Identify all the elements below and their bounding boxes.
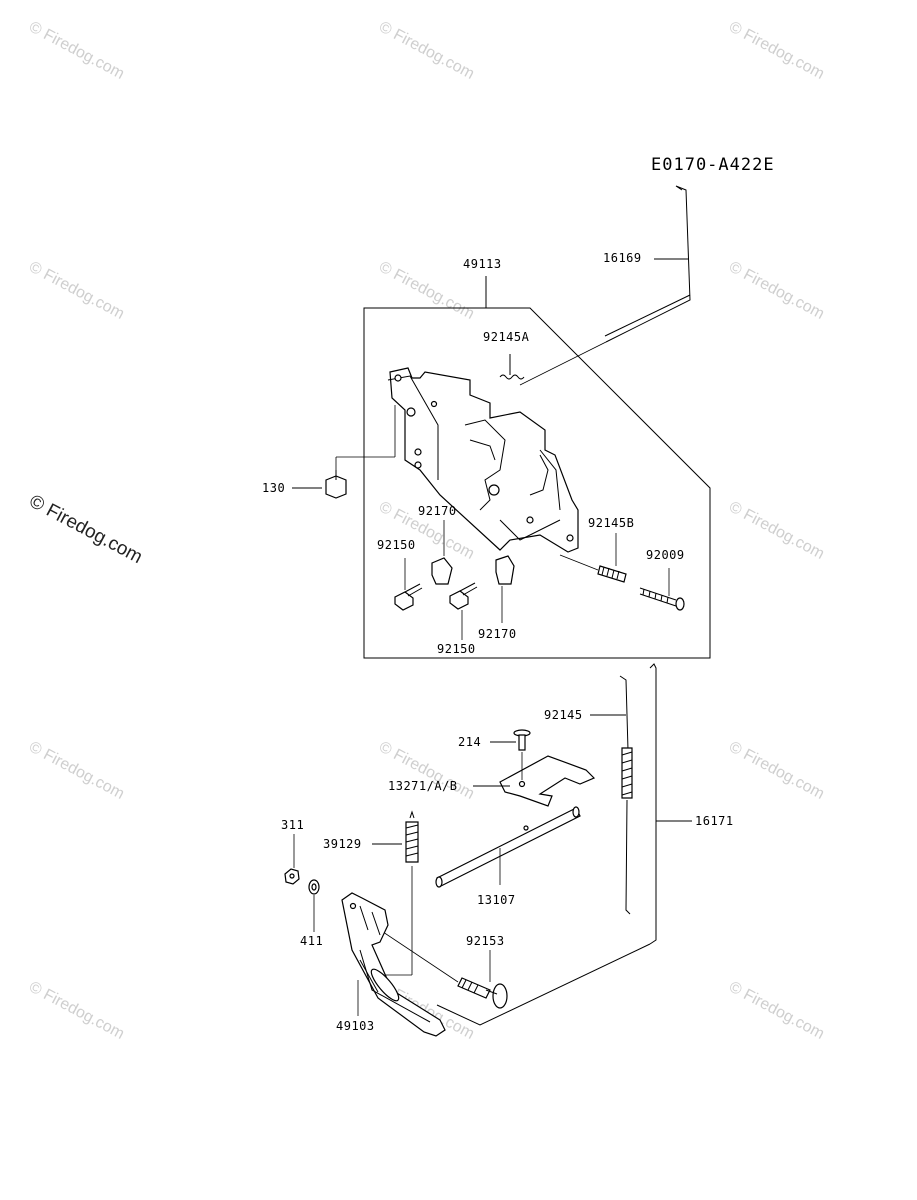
watermark: © Firedog.com — [726, 259, 827, 323]
rod-16171 — [436, 663, 657, 1026]
label-92170-top: 92170 — [418, 504, 457, 518]
label-92145: 92145 — [544, 708, 583, 722]
spring-92145B — [559, 533, 627, 583]
watermark: © Firedog.com — [726, 499, 827, 563]
watermark: © Firedog.com — [26, 739, 127, 803]
control-panel-bracket — [387, 367, 579, 553]
label-411: 411 — [300, 934, 323, 948]
label-214: 214 — [458, 735, 481, 749]
spring-39129 — [374, 810, 419, 976]
label-92150-top: 92150 — [377, 538, 416, 552]
label-92150-bottom: 92150 — [437, 642, 476, 656]
lever-49103 — [341, 892, 446, 1037]
rod-16169 — [519, 185, 691, 386]
nut-311 — [284, 834, 300, 885]
label-130: 130 — [262, 481, 285, 495]
watermark: © Firedog.com — [726, 19, 827, 83]
screw-92009 — [639, 568, 685, 611]
label-92145A: 92145A — [483, 330, 530, 344]
label-49113: 49113 — [463, 257, 502, 271]
watermark: © Firedog.com — [26, 19, 127, 83]
label-16171: 16171 — [695, 814, 734, 828]
clip-92170-right — [495, 555, 515, 623]
bolt-92153 — [379, 929, 508, 1009]
diagram-code: E0170-A422E — [651, 155, 775, 175]
watermark: © Firedog.com — [726, 979, 827, 1043]
label-49103: 49103 — [336, 1019, 375, 1033]
plate-13271 — [499, 752, 596, 807]
washer-411 — [308, 879, 320, 932]
label-13271: 13271/A/B — [388, 779, 458, 793]
watermark: © Firedog.com — [376, 259, 477, 323]
clip-92170-left — [431, 520, 453, 585]
spring-92145A — [499, 354, 525, 380]
bolt-92150-left — [394, 558, 423, 611]
label-16169: 16169 — [603, 251, 642, 265]
label-13107: 13107 — [477, 893, 516, 907]
bolt-130 — [325, 405, 396, 499]
bolt-92150-right — [449, 582, 478, 640]
watermark-prominent: © Firedog.com — [26, 491, 146, 568]
label-92009: 92009 — [646, 548, 685, 562]
label-92145B: 92145B — [588, 516, 634, 530]
label-39129: 39129 — [323, 837, 362, 851]
watermark: © Firedog.com — [26, 979, 127, 1043]
label-92153: 92153 — [466, 934, 505, 948]
label-92170-bottom: 92170 — [478, 627, 517, 641]
watermark: © Firedog.com — [376, 19, 477, 83]
spring-92145 — [619, 675, 633, 915]
watermark: © Firedog.com — [26, 259, 127, 323]
watermark: © Firedog.com — [726, 739, 827, 803]
assembly-outline-49113 — [363, 307, 711, 659]
screw-214 — [513, 729, 531, 751]
shaft-13107 — [435, 806, 581, 888]
label-311: 311 — [281, 818, 304, 832]
